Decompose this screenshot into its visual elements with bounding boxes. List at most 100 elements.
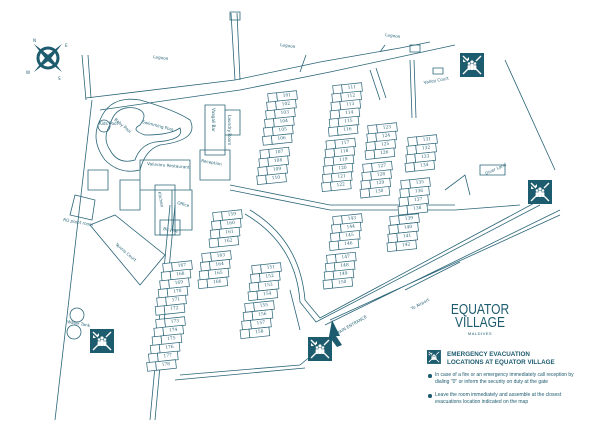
room-number: 140 [404,225,413,231]
room-149: 149 [323,268,355,282]
room-number: 164 [215,262,224,268]
room-165: 165 [198,267,230,281]
room-175: 175 [151,333,183,346]
room-number: 129 [376,180,385,186]
label-reception: Reception [201,158,223,167]
room-number: 127 [378,164,387,170]
room-123: 123 [367,122,398,135]
room-152: 152 [250,271,281,284]
room-number: 122 [336,182,345,188]
room-number: 136 [415,189,424,195]
room-number: 166 [213,279,222,285]
room-number: 117 [341,140,350,146]
room-number: 111 [348,85,357,91]
room-166: 166 [197,276,229,290]
room-number: 128 [377,172,386,178]
room-129: 129 [360,177,392,191]
room-156: 156 [242,309,274,322]
room-number: 152 [265,274,274,280]
brand-line3: MALDIVES [467,331,493,336]
room-101: 101 [267,90,298,103]
assembly-point-icon [527,179,553,205]
room-number: 118 [340,149,349,155]
room-number: 149 [339,271,348,277]
room-number: 106 [277,136,286,142]
room-148: 148 [324,260,356,273]
room-116: 116 [327,124,359,137]
room-number: 115 [344,119,353,125]
room-163: 163 [201,250,232,263]
label-laundry: Laundry Room [227,115,232,145]
legend-assembly-icon [426,349,442,365]
room-number: 108 [274,158,283,164]
room-109: 109 [257,164,288,177]
room-number: 151 [267,265,276,271]
compass-s: S [58,76,61,81]
room-127: 127 [362,160,393,174]
room-number: 132 [422,146,431,152]
room-number: 176 [165,345,174,351]
compass-e: E [65,43,68,48]
assembly-point-icon [459,52,485,78]
room-178: 178 [146,359,177,372]
room-number: 145 [345,233,354,239]
room-155: 155 [244,300,275,313]
room-number: 158 [255,329,264,335]
label-main-entrance: MAIN ENTRANCE [335,314,368,336]
entrance-arrow-icon [328,320,342,347]
room-number: 172 [170,306,179,312]
room-177: 177 [148,350,179,364]
room-146: 146 [328,238,360,251]
legend-title-2: LOCATIONS AT EQUATOR VILLAGE [447,359,555,366]
label-tennis-court: Tennis Court [114,241,138,262]
room-number: 153 [264,283,273,289]
compass-rose-icon [33,43,63,73]
room-104: 104 [264,116,295,129]
room-110: 110 [256,172,287,186]
brand-line1: EQUATOR [450,301,510,318]
room-number: 174 [169,328,178,334]
room-128: 128 [361,169,392,182]
room-number: 160 [226,221,235,227]
map-linework [54,11,561,421]
room-number: 121 [337,174,346,180]
room-103: 103 [265,107,296,120]
room-153: 153 [248,279,280,293]
room-134: 134 [404,160,436,173]
room-number: 163 [217,253,226,259]
room-154: 154 [247,288,279,302]
room-number: 124 [382,133,391,139]
label-diver-land: Diver Land [484,162,507,176]
room-number: 126 [380,150,389,156]
label-kitchen: Kitchen [157,191,165,208]
room-138: 138 [397,203,429,216]
room-number: 175 [167,336,176,342]
room-169: 169 [159,277,190,290]
room-number: 110 [272,175,281,181]
room-number: 146 [344,241,353,247]
room-number: 105 [278,127,287,133]
room-142: 142 [386,239,418,253]
brand-line2: VILLAGE [454,314,506,331]
room-number: 141 [403,234,412,240]
label-lagoon: Lagoon [385,32,401,39]
legend-title: EMERGENCY EVACUATION LOCATIONS AT EQUATO… [447,351,555,367]
room-143: 143 [332,213,363,226]
room-number: 137 [414,197,423,203]
assembly-point-icon [307,336,333,362]
label-swimming-pool: Swimming Pool [142,119,174,132]
room-number: 142 [402,242,411,248]
room-number: 102 [282,102,291,108]
room-162: 162 [208,235,240,249]
room-147: 147 [326,251,357,265]
room-141: 141 [387,230,418,244]
room-number: 101 [283,93,292,99]
room-number: 157 [256,321,265,327]
room-number: 125 [381,142,390,148]
room-106: 106 [262,133,293,146]
room-108: 108 [258,155,289,168]
room-number: 154 [263,291,272,297]
room-number: 123 [383,125,392,131]
label-lagoon: Lagoon [153,54,169,61]
